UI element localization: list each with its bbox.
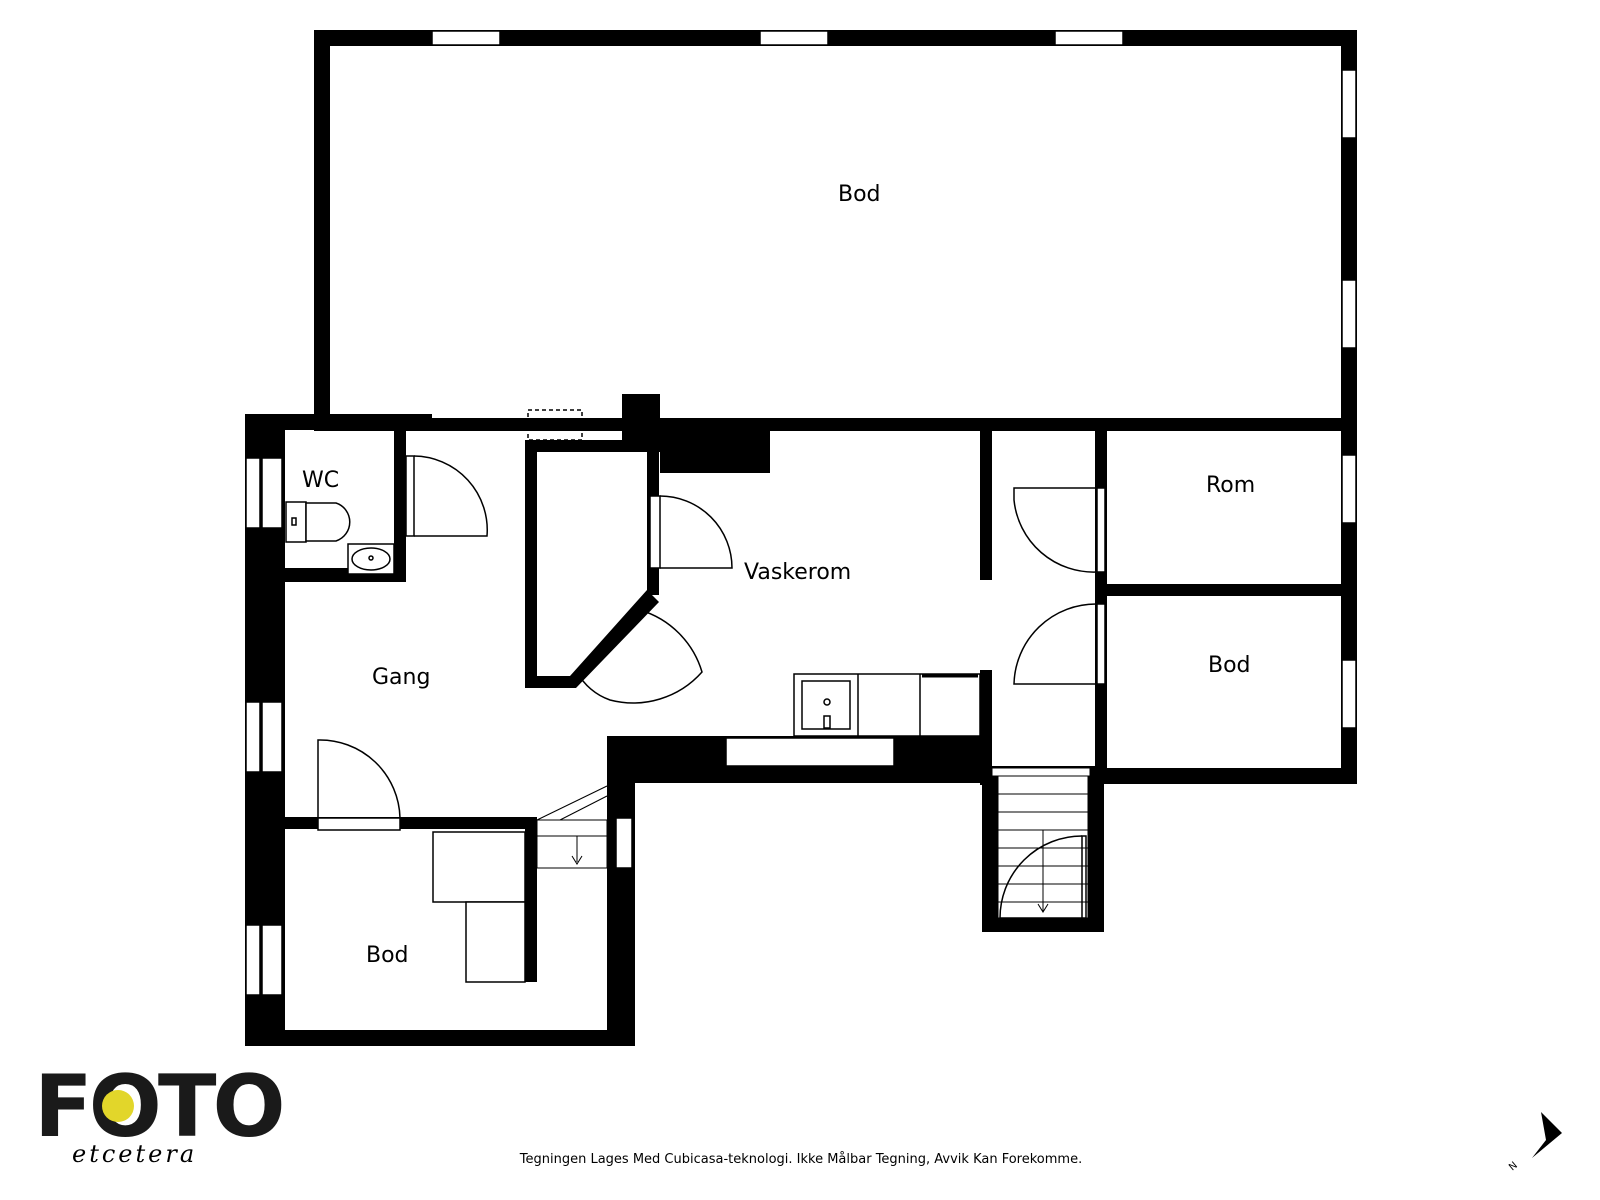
- logo-script-text: etcetera: [72, 1140, 197, 1168]
- room-label-vaskerom: Vaskerom: [744, 560, 851, 585]
- window: [245, 457, 261, 529]
- window: [261, 924, 283, 996]
- window: [261, 457, 283, 529]
- disclaimer-text: Tegningen Lages Med Cubicasa-teknologi. …: [519, 1152, 1082, 1167]
- toilet-bowl: [305, 502, 351, 542]
- walls: [245, 30, 1357, 1046]
- room-label-bod-right: Bod: [1208, 653, 1251, 678]
- logo-main-text: FOTO: [34, 1057, 282, 1157]
- window: [1341, 279, 1357, 349]
- window: [261, 701, 283, 773]
- windows: [245, 30, 1357, 996]
- window: [245, 924, 261, 996]
- fixtures: [285, 409, 981, 983]
- room-label-bod-top: Bod: [838, 182, 881, 207]
- foto-etcetera-logo: FOTO etcetera: [34, 1057, 286, 1168]
- logo-accent-dot: [102, 1090, 134, 1122]
- room-label-rom: Rom: [1206, 473, 1255, 498]
- room-label-wc: WC: [302, 468, 339, 493]
- window: [759, 30, 829, 46]
- window: [245, 701, 261, 773]
- compass-icon: N: [1507, 1112, 1562, 1173]
- window: [1054, 30, 1124, 46]
- window: [431, 30, 501, 46]
- room-label-gang: Gang: [372, 665, 430, 690]
- stairs: [536, 767, 1091, 919]
- window: [1341, 454, 1357, 524]
- room-labels: Bod WC Vaskerom Rom Bod Gang Bod: [302, 182, 1255, 968]
- window: [1341, 69, 1357, 139]
- doors: [317, 455, 1106, 919]
- window: [1341, 659, 1357, 729]
- compass-north-letter: N: [1507, 1160, 1520, 1173]
- room-label-bod-bottom: Bod: [366, 943, 409, 968]
- window: [615, 817, 633, 869]
